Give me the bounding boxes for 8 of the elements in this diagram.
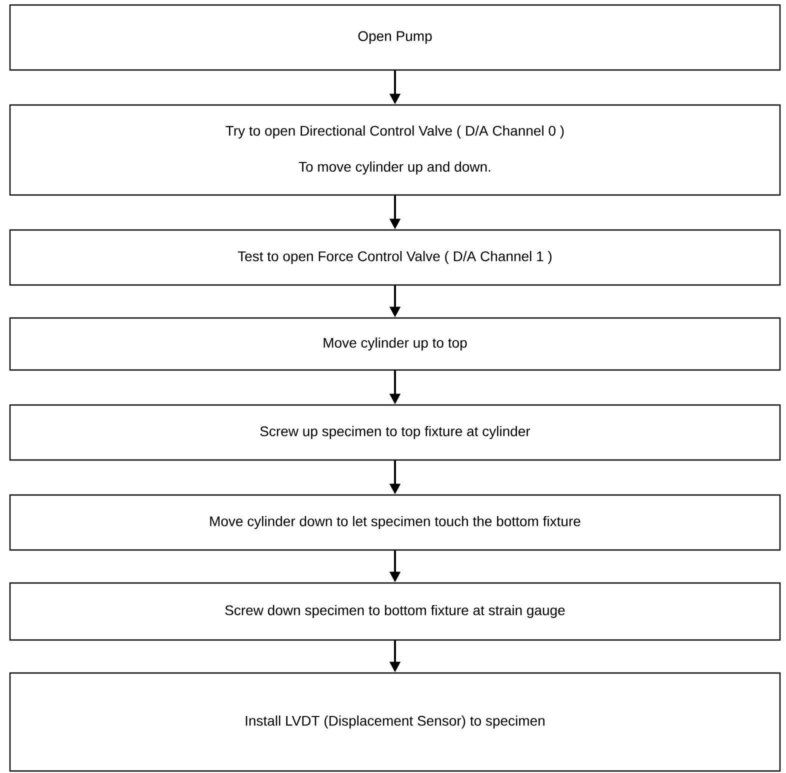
process-box: Move cylinder down to let specimen touch the bottom fixture	[9, 494, 781, 551]
process-box: Test to open Force Control Valve ( D/A Channel 1 )	[9, 229, 781, 286]
process-box: Screw down specimen to bottom fixture at strain gauge	[9, 582, 781, 641]
process-box: Open Pump	[9, 4, 781, 71]
process-box: Install LVDT (Displacement Sensor) to specimen	[9, 672, 781, 772]
process-box: Screw up specimen to top fixture at cylinder	[9, 404, 781, 461]
process-box: Try to open Directional Control Valve ( D/A Channel 0 ) To move cylinder up and down.	[9, 104, 781, 196]
process-box: Move cylinder up to top	[9, 317, 781, 371]
